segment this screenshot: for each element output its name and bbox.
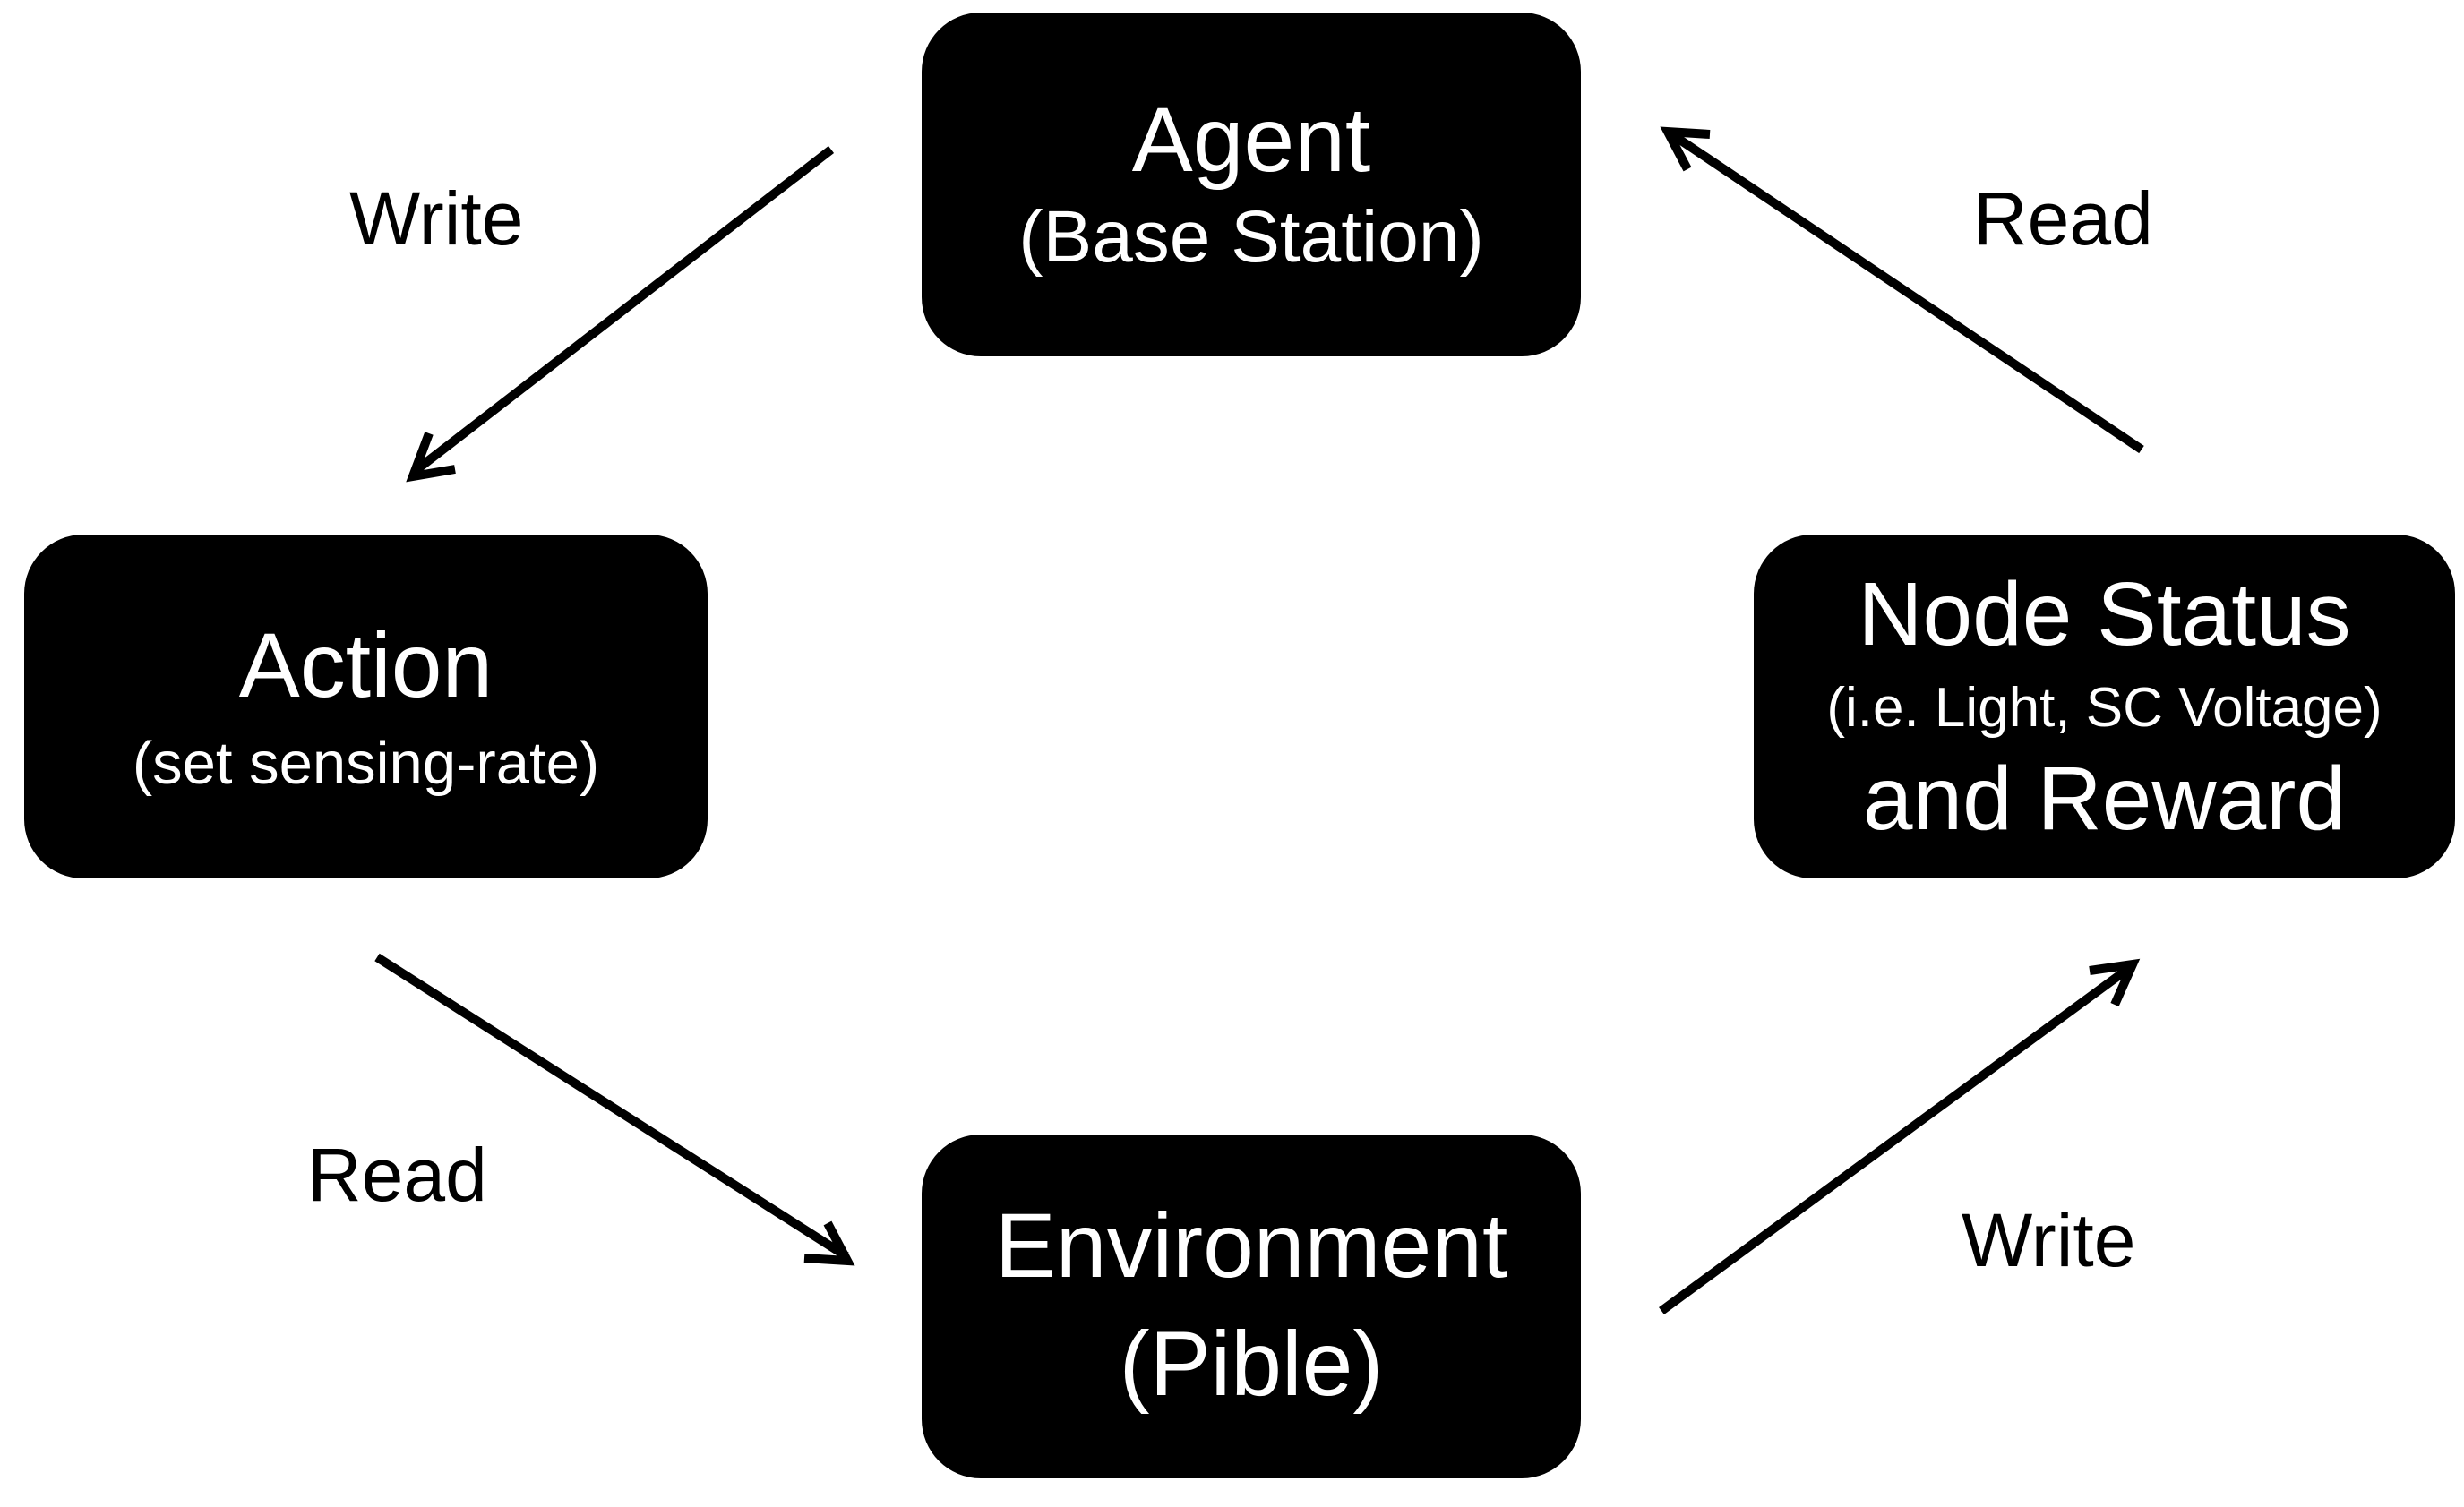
edge-label-agent-to-action: Write bbox=[349, 176, 524, 261]
environment-title: Environment bbox=[994, 1194, 1508, 1297]
arrow-agent-to-action bbox=[406, 146, 835, 483]
environment-node: Environment (Pible) bbox=[922, 1135, 1581, 1478]
agent-node: Agent (Base Station) bbox=[922, 13, 1581, 356]
agent-subtitle: (Base Station) bbox=[1018, 195, 1484, 278]
action-title: Action bbox=[238, 614, 494, 717]
arrow-status-to-agent bbox=[1660, 126, 2144, 454]
arrow-environment-to-status bbox=[1659, 958, 2141, 1315]
node-status-node: Node Status (i.e. Light, SC Voltage) and… bbox=[1754, 535, 2455, 878]
action-node: Action (set sensing-rate) bbox=[24, 535, 708, 878]
node-status-subtitle: (i.e. Light, SC Voltage) bbox=[1826, 677, 2382, 740]
node-status-title: Node Status bbox=[1858, 564, 2351, 665]
edge-label-environment-to-status: Write bbox=[1962, 1198, 2136, 1282]
edge-label-status-to-agent: Read bbox=[1973, 176, 2153, 261]
edge-label-action-to-environment: Read bbox=[307, 1133, 487, 1217]
node-status-title-2: and Reward bbox=[1862, 748, 2347, 849]
arrow-action-to-environment bbox=[374, 953, 855, 1266]
agent-title: Agent bbox=[1131, 88, 1371, 191]
environment-subtitle: (Pible) bbox=[1119, 1313, 1384, 1416]
action-subtitle: (set sensing-rate) bbox=[132, 729, 600, 797]
